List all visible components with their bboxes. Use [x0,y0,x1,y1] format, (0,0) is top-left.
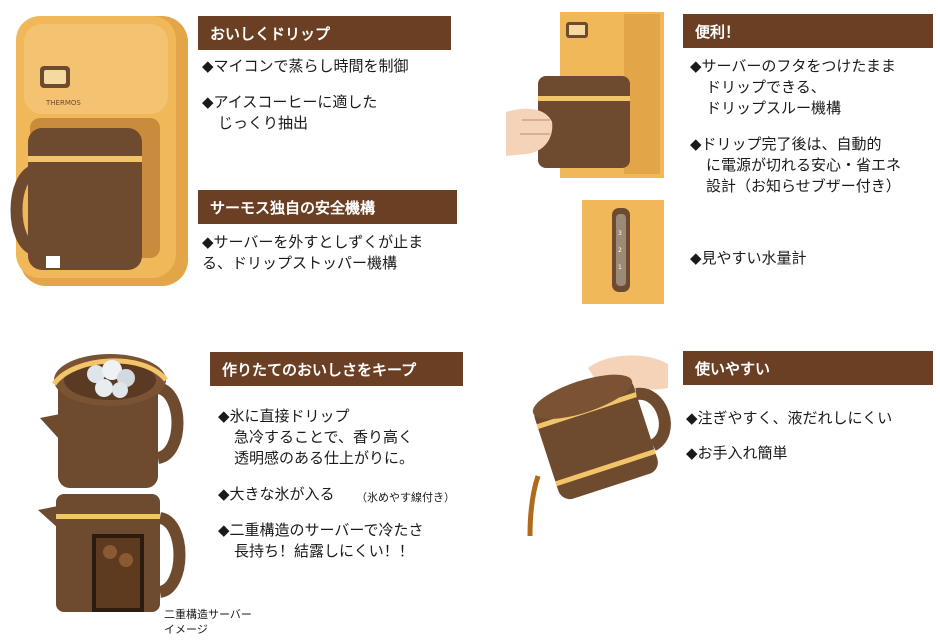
drip-bullet: ◆アイスコーヒーに適した [202,93,378,111]
keep-bullet: ◆二重構造のサーバーで冷たさ [218,521,424,539]
convenient-bullet: ◆見やすい水量計 [690,249,807,267]
water-gauge-image: 3 2 1 [582,200,664,304]
gauge-mark: 1 [618,264,622,271]
convenient-bullet-cont: ドリップスルー機構 [706,99,842,117]
convenient-bullet-cont: 設計（お知らせブザー付き） [706,177,901,195]
safety-bullet: ◆サーバーを外すとしずくが止ま [202,233,424,251]
section-title-safety: サーモス独自の安全機構 [198,190,457,224]
section-title-keep: 作りたてのおいしさをキープ [210,352,463,386]
convenient-bullet-cont: ドリップできる、 [706,78,826,96]
server-removal-image [506,12,664,180]
easy-bullet: ◆お手入れ簡単 [686,444,788,462]
coffee-maker-image: THERMOS [6,10,194,290]
section-title-drip: おいしくドリップ [198,16,451,50]
keep-bullet: ◆大きな氷が入る [218,485,335,503]
keep-bullet-cont: 透明感のある仕上がりに。 [234,449,415,467]
convenient-bullet: ◆ドリップ完了後は、自動的 [690,135,882,153]
convenient-bullet-cont: に電源が切れる安心・省エネ [706,156,902,174]
cutaway-server-image [36,488,186,612]
gauge-mark: 3 [618,230,622,237]
brand-label: THERMOS [45,99,81,107]
pouring-server-image [518,348,674,536]
cutaway-caption: イメージ [164,623,208,636]
keep-bullet-note: （氷めやす線付き） [356,491,455,504]
keep-bullet-cont: 急冷することで、香り高く [234,428,413,446]
ice-server-image [34,344,184,494]
drip-bullet: ◆マイコンで蒸らし時間を制御 [202,57,409,75]
safety-bullet-cont: る、ドリップストッパー機構 [202,254,398,272]
drip-bullet-cont: じっくり抽出 [218,114,309,132]
keep-bullet: ◆氷に直接ドリップ [218,407,350,425]
section-title-easy: 使いやすい [683,351,933,385]
keep-bullet-cont: 長持ち！結露しにくい！！ [234,542,414,560]
section-title-convenient: 便利！ [683,14,933,48]
convenient-bullet: ◆サーバーのフタをつけたまま [690,57,896,75]
cutaway-caption: 二重構造サーバー [164,608,252,621]
easy-bullet: ◆注ぎやすく、液だれしにくい [686,409,893,427]
gauge-mark: 2 [618,247,622,254]
